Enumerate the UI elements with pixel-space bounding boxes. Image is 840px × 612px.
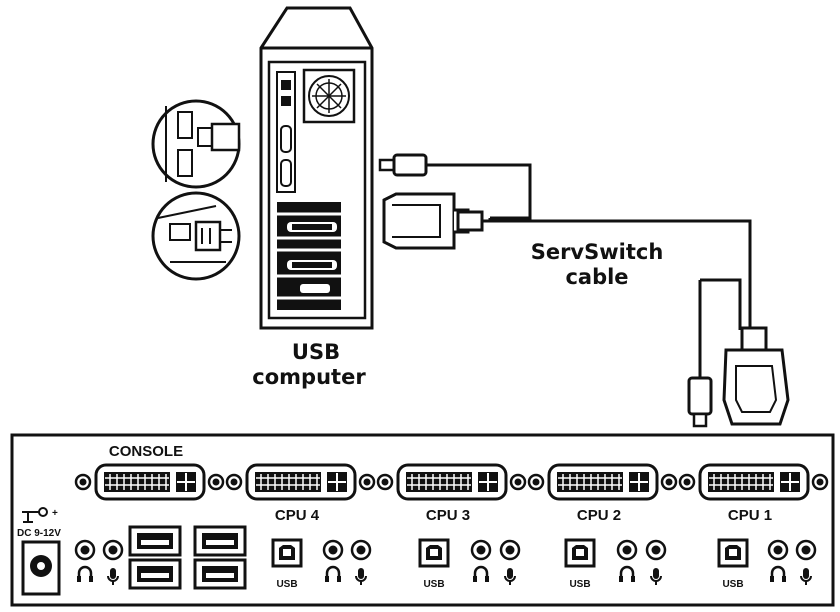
cpu2-dvi-port xyxy=(547,463,659,501)
cpu3-mic-jack xyxy=(499,539,521,561)
cpu1-mic-jack xyxy=(795,539,817,561)
cpu1-usb-b-port xyxy=(717,538,749,568)
console-usb-a-port-4 xyxy=(193,558,247,590)
cpu1-dvi-port xyxy=(698,463,810,501)
cpu3-dvi-port xyxy=(396,463,508,501)
cpu1-usb-label: USB xyxy=(722,579,743,590)
usb-computer-tower xyxy=(259,6,374,330)
cpu3-headphone-jack xyxy=(470,539,492,561)
console-mic-jack xyxy=(102,539,124,561)
cpu2-usb-label: USB xyxy=(569,579,590,590)
computer-label-line1: USB xyxy=(292,340,340,364)
cpu3-label: CPU 3 xyxy=(426,507,470,524)
console-usb-a-port-2 xyxy=(193,525,247,557)
cpu3-usb-label: USB xyxy=(423,579,444,590)
console-dvi-port xyxy=(94,463,206,501)
cable-label-line2: cable xyxy=(565,265,628,289)
cpu2-label: CPU 2 xyxy=(577,507,621,524)
console-usb-a-port-3 xyxy=(128,558,182,590)
detail-usb-port xyxy=(151,99,241,189)
cpu2-headphone-jack xyxy=(616,539,638,561)
cpu2-usb-b-port xyxy=(564,538,596,568)
console-usb-a-port-1 xyxy=(128,525,182,557)
power-polarity-label: + xyxy=(52,508,58,519)
console-headphone-jack xyxy=(74,539,96,561)
power-jack xyxy=(21,540,61,596)
cpu4-mic-jack xyxy=(350,539,372,561)
cpu1-headphone-jack xyxy=(767,539,789,561)
computer-label-line2: computer xyxy=(252,365,366,389)
detail-dvi-port xyxy=(151,191,241,281)
power-polarity-icon xyxy=(22,507,48,523)
cpu4-label: CPU 4 xyxy=(275,507,320,524)
kvm-back-panel: CONSOLE + DC 9-12V xyxy=(10,433,835,607)
cpu4-headphone-jack xyxy=(322,539,344,561)
cpu2-mic-jack xyxy=(645,539,667,561)
fan-icon xyxy=(302,68,356,124)
console-label: CONSOLE xyxy=(109,443,183,460)
power-label: DC 9-12V xyxy=(17,528,61,539)
cable-label-line1: ServSwitch xyxy=(531,240,664,264)
cpu3-usb-b-port xyxy=(418,538,450,568)
cpu4-usb-label: USB xyxy=(276,579,297,590)
cpu1-label: CPU 1 xyxy=(728,507,772,524)
cpu4-dvi-port xyxy=(245,463,357,501)
cpu4-usb-b-port xyxy=(271,538,303,568)
servswitch-cable xyxy=(378,153,790,428)
